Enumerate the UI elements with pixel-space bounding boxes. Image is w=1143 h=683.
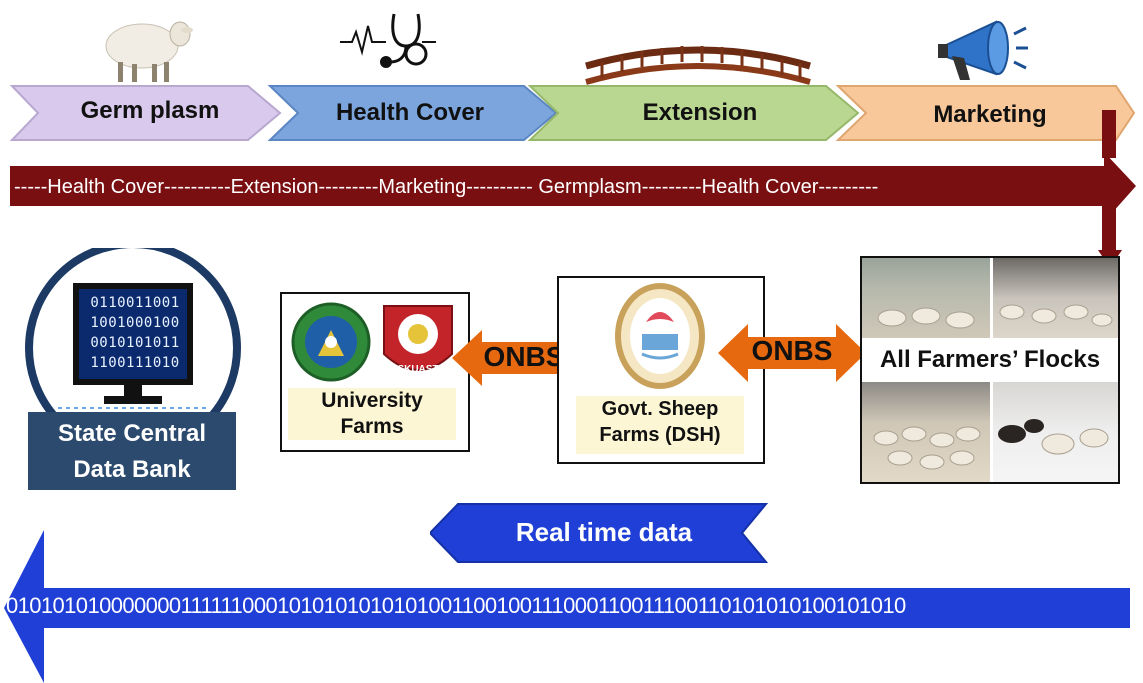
data-bank-label-line1: State Central xyxy=(57,420,207,447)
govt-caption-line2: Farms (DSH) xyxy=(599,424,721,446)
chevron-label-extension: Extension xyxy=(642,99,758,126)
sheep-icon xyxy=(105,21,193,82)
chevron-health-cover xyxy=(267,85,558,141)
binary-screen: 0110011001 1001000100 0010101011 1100111… xyxy=(80,293,190,373)
flocks-caption: All Farmers’ Flocks xyxy=(864,340,1116,380)
chevron-extension xyxy=(527,85,860,141)
chevron-label-germ-plasm: Germ plasm xyxy=(80,97,220,124)
stethoscope-icon xyxy=(340,13,436,68)
megaphone-icon xyxy=(938,20,1028,80)
data-bank-label-line2: Data Bank xyxy=(73,456,191,483)
binary-row: 0010101011 xyxy=(90,335,180,351)
govt-farms-caption: Govt. Sheep Farms (DSH) xyxy=(576,396,744,454)
cycle-arrow xyxy=(10,110,1136,268)
bridge-icon xyxy=(585,46,811,85)
binary-row: 1100111010 xyxy=(90,355,180,371)
university-farms-caption: University Farms xyxy=(288,388,456,440)
realtime-label: Real time data xyxy=(515,517,693,547)
onbs-label-left: ONBS xyxy=(483,341,565,372)
flock-sheep-marks xyxy=(873,304,1113,470)
cycle-banner-text: -----Health Cover----------Extension----… xyxy=(14,176,879,198)
onbs-label-right: ONBS xyxy=(751,335,833,366)
skuast-logo-text: SKUAST xyxy=(397,364,439,375)
chevron-label-marketing: Marketing xyxy=(933,101,1047,128)
chevron-germ-plasm xyxy=(9,85,282,141)
university-caption-line1: University xyxy=(321,389,423,412)
binary-row: 0110011001 xyxy=(90,295,180,311)
data-bank-monitor xyxy=(25,248,241,428)
value-chain-chevrons xyxy=(9,85,1136,141)
skuast-logo-icon xyxy=(383,305,453,371)
university-caption-line2: Farms xyxy=(340,415,404,438)
data-stream-text: 0101010100000001111110001010101010101001… xyxy=(6,593,906,618)
binary-row: 1001000100 xyxy=(90,315,180,331)
chevron-label-health-cover: Health Cover xyxy=(335,99,485,126)
govt-emblem-icon xyxy=(615,283,705,389)
data-bank-label: State Central Data Bank xyxy=(28,412,236,490)
govt-caption-line1: Govt. Sheep xyxy=(601,398,719,420)
data-stream-arrow xyxy=(4,530,1130,683)
onbs-arrow-right xyxy=(718,324,866,382)
university-logo-icon xyxy=(291,302,371,382)
realtime-arrow xyxy=(430,503,769,563)
